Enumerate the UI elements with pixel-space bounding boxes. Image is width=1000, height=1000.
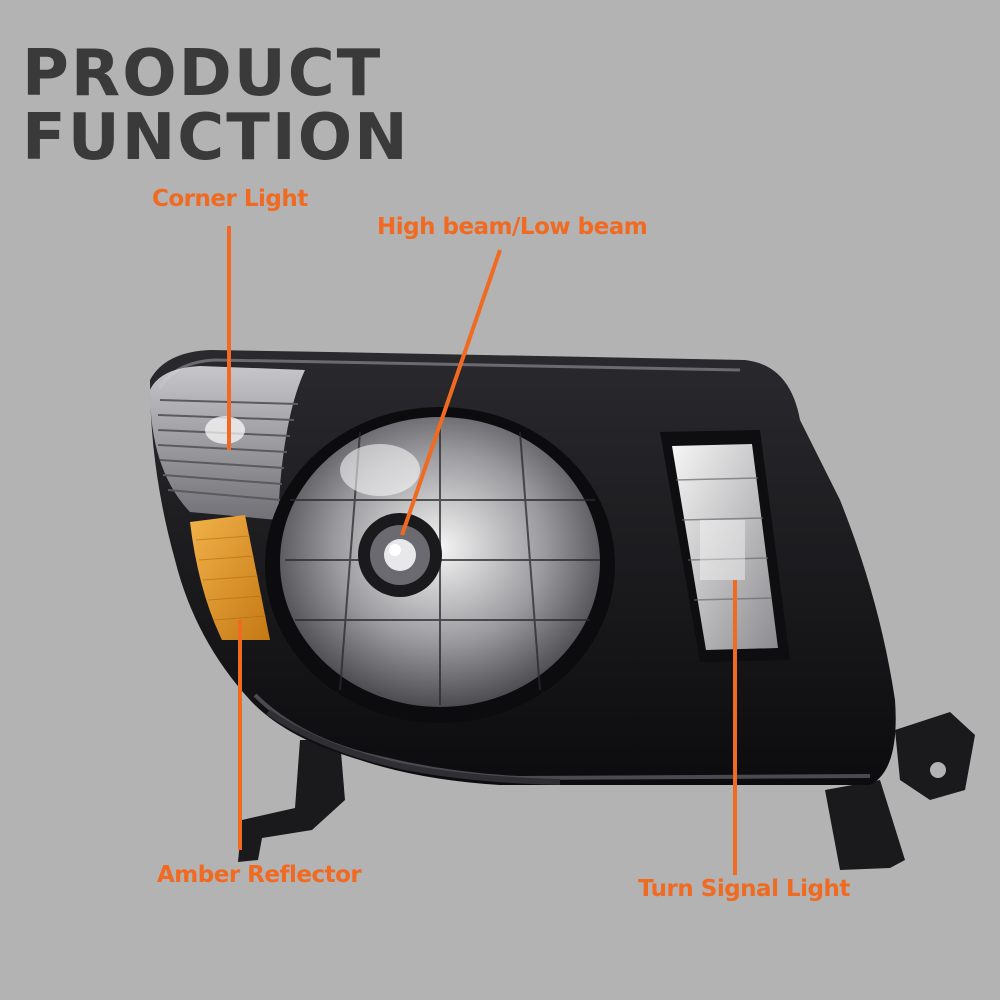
bulb [358,513,442,597]
corner-light-label: Corner Light [152,186,308,212]
turn-signal-label: Turn Signal Light [638,876,850,902]
title-line-2: FUNCTION [22,101,410,175]
mounting-bracket-left [238,740,345,862]
amber-reflector-lens [190,515,270,640]
title-line-1: PRODUCT [22,37,383,111]
callout-lines [227,226,737,875]
amber-reflector-label: Amber Reflector [157,862,362,888]
high-low-beam-label: High beam/Low beam [377,214,648,240]
turn-signal-lens [660,430,790,662]
mounting-bracket-right [825,712,975,870]
high-low-beam-pointer [400,249,502,536]
